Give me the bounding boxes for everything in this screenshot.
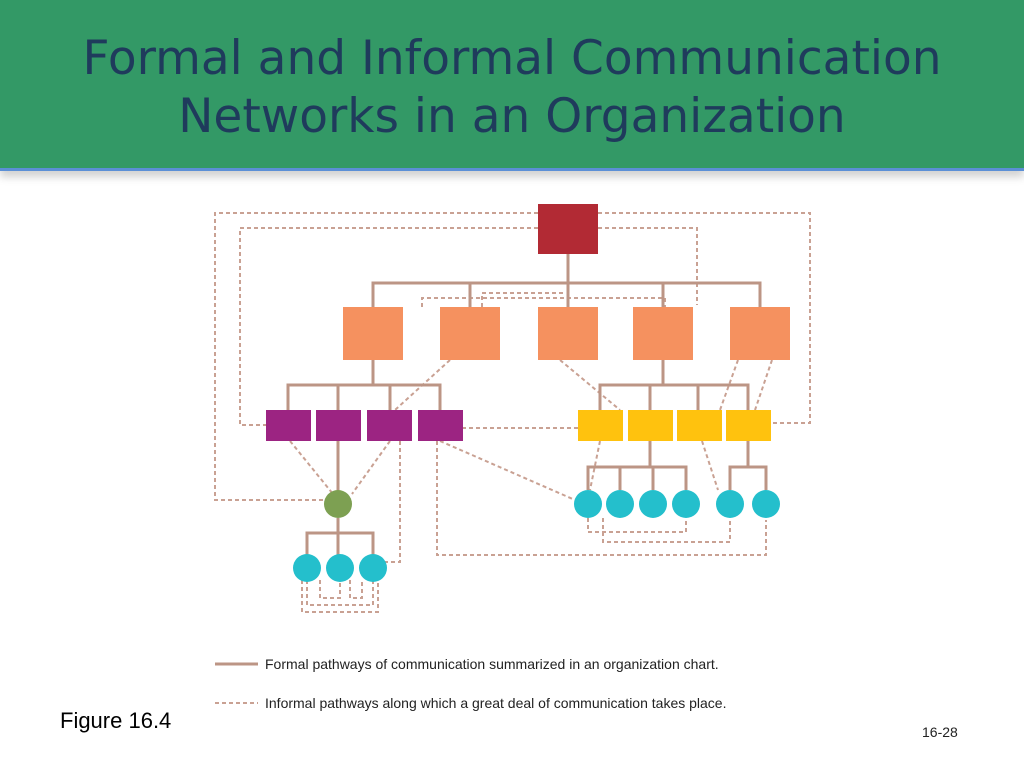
informal-path-yellow-cyan <box>589 440 601 491</box>
cyan-node <box>716 490 744 518</box>
title-line-2: Networks in an Organization <box>178 89 846 144</box>
cyan-node <box>752 490 780 518</box>
informal-path-yellow-cyan-2 <box>701 440 719 491</box>
formal-yellow-cyan-left <box>586 441 688 490</box>
informal-path-purple-diag <box>439 440 576 501</box>
informal-path-mid-2 <box>481 292 565 307</box>
informal-path-purple-green-2 <box>351 440 391 495</box>
informal-path-mgr-yellow <box>559 359 621 411</box>
informal-path-bottom-4 <box>301 580 379 613</box>
formal-green-cyan <box>305 518 375 555</box>
purple-node <box>316 410 361 441</box>
informal-path-purple-left <box>375 441 401 563</box>
informal-path-cyan-bottom-2 <box>602 518 731 543</box>
yellow-nodes <box>578 410 771 441</box>
cyan-node <box>639 490 667 518</box>
slide-number: 16-28 <box>922 724 958 740</box>
header-band <box>0 0 1024 171</box>
yellow-node <box>628 410 673 441</box>
legend-formal-text: Formal pathways of communication summari… <box>265 656 719 672</box>
yellow-node <box>578 410 623 441</box>
cyan-nodes-left <box>293 554 387 582</box>
legend: Formal pathways of communication summari… <box>215 656 726 711</box>
title-line-1: Formal and Informal Communication <box>82 31 942 86</box>
formal-manager4-yellow <box>598 360 750 410</box>
formal-manager1-purple <box>286 360 442 410</box>
purple-node <box>266 410 311 441</box>
informal-path-bottom-1 <box>306 580 374 606</box>
informal-path-bottom-3 <box>349 580 363 599</box>
manager-nodes <box>343 307 790 360</box>
formal-yellow-cyan-right <box>728 441 768 490</box>
top-executive-node <box>538 204 598 254</box>
cyan-node <box>672 490 700 518</box>
informal-path-purple-lower <box>436 441 767 556</box>
cyan-node <box>574 490 602 518</box>
legend-informal-text: Informal pathways along which a great de… <box>265 695 726 711</box>
manager-node <box>440 307 500 360</box>
formal-top-to-managers <box>371 254 762 307</box>
slide-title: Formal and Informal Communication Networ… <box>0 30 1024 146</box>
cyan-node <box>359 554 387 582</box>
cyan-nodes-right <box>574 490 780 518</box>
informal-path-cyan-bottom-1 <box>587 518 687 533</box>
manager-node <box>343 307 403 360</box>
manager-node <box>730 307 790 360</box>
informal-path-left-inner <box>239 227 538 426</box>
informal-path-outer <box>598 212 811 424</box>
purple-node <box>367 410 412 441</box>
informal-path-purple-green-1 <box>289 440 334 495</box>
informal-path-left-outer <box>214 212 538 501</box>
manager-node <box>538 307 598 360</box>
purple-node <box>418 410 463 441</box>
cyan-node <box>293 554 321 582</box>
cyan-node <box>326 554 354 582</box>
yellow-node <box>726 410 771 441</box>
manager-node <box>633 307 693 360</box>
informal-path-right-inner <box>598 227 698 305</box>
figure-caption: Figure 16.4 <box>60 708 172 733</box>
informal-path-bottom-2 <box>319 580 341 599</box>
informal-path-mgr-yellow-3 <box>754 359 773 411</box>
informal-path-mid-1 <box>421 297 666 307</box>
cyan-node <box>606 490 634 518</box>
informal-path-mgr-yellow-2 <box>719 359 739 411</box>
formal-pathways <box>286 254 768 555</box>
purple-nodes <box>266 410 463 441</box>
yellow-node <box>677 410 722 441</box>
green-node <box>324 490 352 518</box>
